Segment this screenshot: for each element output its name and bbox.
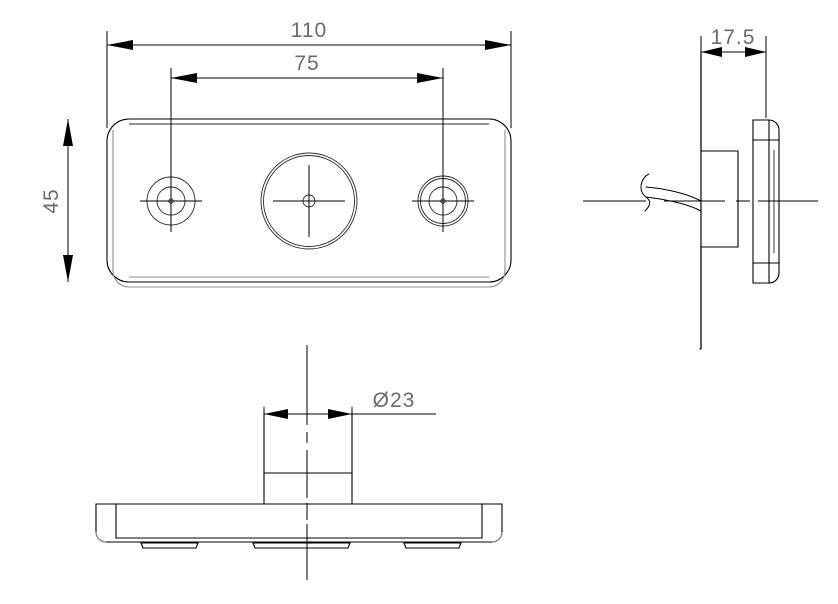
dim110-arrow-left [107,40,133,50]
base-plate-tab-right [403,542,462,549]
center-boss-outer-circle [260,152,358,250]
base-plate-corner-bl [95,531,107,543]
dimension-hole-spacing: 75 [170,52,444,176]
base-plate-tab-left [140,542,199,549]
break-symbol-squiggle [640,173,651,212]
dim175-arrow-left [701,47,722,57]
front-body-inner-offset [112,130,506,288]
break-symbol-upper-curve [645,186,702,202]
center-boss [260,152,358,250]
bottom-boss-block [263,412,353,504]
dim175-label: 17.5 [711,26,756,49]
dim23-label: Ø23 [373,389,416,412]
dim75-arrow-left [171,73,197,83]
dim45-arrow-bottom [63,255,73,282]
dimension-overall-length: 110 [106,19,512,128]
side-view [583,53,818,350]
dim175-arrow-right [745,47,766,57]
bottom-base-plate [95,503,503,549]
dim110-arrow-right [485,40,511,50]
cable-break-symbol [640,173,702,212]
left-mounting-hole [140,170,202,232]
dim110-label: 110 [291,19,327,42]
side-rear-body-upper [701,54,738,151]
dimension-overall-height: 45 [40,119,73,282]
dimension-depth: 17.5 [700,26,767,118]
side-flange-outline [752,119,770,284]
dim45-arrow-top [63,119,73,146]
dim23-arrow-right [328,409,352,419]
base-plate-outline [95,503,503,543]
center-boss-inner-circle [263,155,355,247]
dim75-arrow-right [417,73,443,83]
front-view [106,118,512,288]
base-plate-tab-center [252,542,351,549]
break-symbol-lower-curve [645,196,702,212]
base-plate-corner-br [491,531,503,543]
bottom-view [95,345,503,580]
dimension-boss-diameter: Ø23 [263,389,436,475]
side-upper-body [701,54,738,151]
dim45-label: 45 [40,188,63,213]
dim75-label: 75 [294,52,319,75]
right-mounting-hole [412,170,474,232]
front-body-outline [106,118,512,283]
dim23-arrow-left [264,409,288,419]
